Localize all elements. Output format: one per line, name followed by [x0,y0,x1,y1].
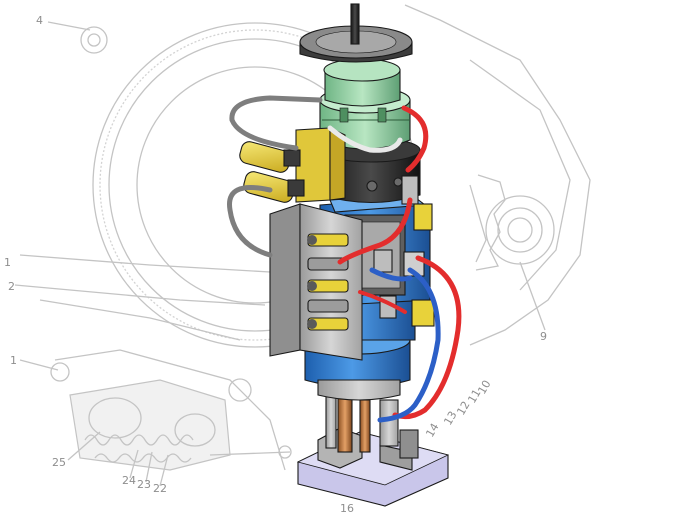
callout-22: 22 [153,482,167,495]
right-fittings [373,175,435,327]
hose-grey-lower [227,185,273,258]
callout-2: 2 [8,280,15,293]
callout-24: 24 [122,474,136,487]
top-cap [299,3,413,63]
hose-grey-upper [229,95,323,151]
base-plate [296,427,450,507]
pinion-gear [469,174,555,271]
callout-16: 16 [340,502,354,515]
callout-23: 23 [137,478,151,491]
hose-red-short [358,290,407,314]
callout-11: 11 [465,387,483,406]
callout-9: 9 [540,330,547,343]
callout-12: 12 [454,399,472,418]
callout-10: 10 [475,378,493,397]
hose-blue-loop [377,267,441,423]
plate-fittings [307,233,349,331]
hose-red-top [401,105,429,173]
callout-14: 14 [423,421,441,440]
copper-posts [325,389,399,453]
hose-grey-short [327,125,403,153]
background-sketch [14,4,591,487]
housing-outline [404,4,591,346]
callout-1b: 1 [10,354,17,367]
callout-labels: 4 1 2 1 25 24 23 22 9 14 13 12 11 10 16 [4,14,547,515]
hose-red-loop [392,255,462,420]
hose-red-middle [337,197,413,265]
callout-25: 25 [52,456,66,469]
callout-4: 4 [36,14,43,27]
hose-blue-short [369,267,413,282]
callout-1: 1 [4,256,11,269]
yellow-connectors [239,127,346,203]
valve-assembly [227,3,462,507]
hoses [227,95,462,423]
callout-13: 13 [441,409,459,428]
connector-plate [269,203,363,361]
actuator-assembly [39,299,292,471]
